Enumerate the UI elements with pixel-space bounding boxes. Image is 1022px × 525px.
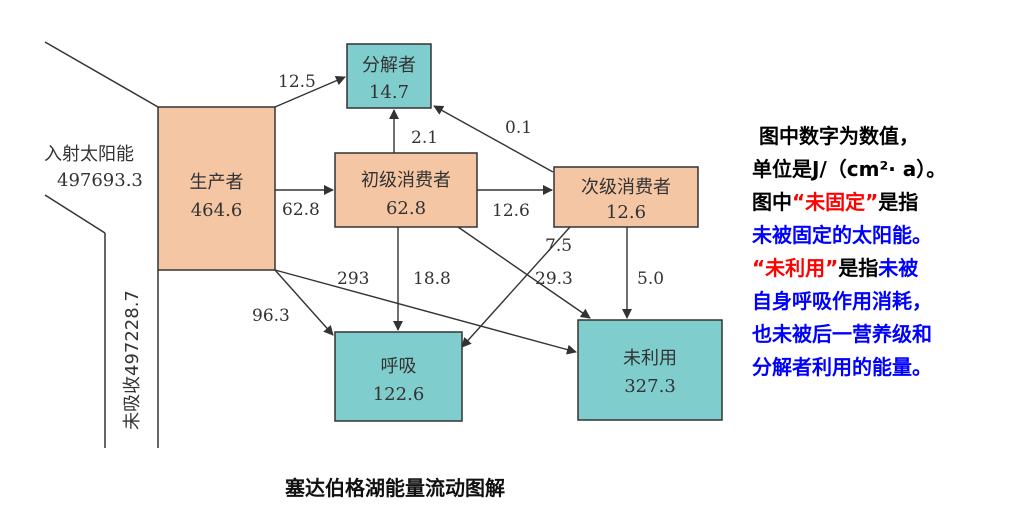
flow-label-primary-decomposer: 2.1 [411,128,438,148]
solar-beam [44,41,159,448]
node-unused: 未利用 327.3 [577,319,723,421]
flow-label-primary-secondary: 12.6 [492,201,530,221]
respiration-name: 呼吸 [381,356,417,377]
flow-label-secondary-decomposer: 0.1 [505,118,532,138]
flow-arrows [274,75,632,355]
note-line-8: 分解者利用的能量。 [752,355,932,379]
decomposer-name: 分解者 [362,55,416,76]
arrow-producer-to-unused [274,269,577,355]
primary-value: 62.8 [386,198,426,219]
flow-label-producer-primary: 62.8 [282,200,320,220]
node-respiration: 呼吸 122.6 [334,331,463,422]
flow-label-primary-respiration: 18.8 [413,269,451,289]
secondary-value: 12.6 [606,202,646,223]
note-line-3: 图中“未固定”是指 [752,190,919,214]
arrow-secondary-to-respiration [461,226,571,348]
arrow-secondary-to-decomposer [433,105,554,173]
note-line-7: 也未被后一营养级和 [752,322,932,346]
node-primary-consumer: 初级消费者 62.8 [334,152,478,228]
note-line-1: 图中数字为数值， [758,124,919,148]
unabsorbed-label: 未吸收497228.7 [122,290,143,430]
note-line-5: “未利用”是指未被 [752,256,919,280]
arrow-primary-to-unused [457,226,591,319]
unused-name: 未利用 [623,348,677,369]
note-line-4: 未被固定的太阳能。 [752,223,932,247]
decomposer-value: 14.7 [369,82,409,103]
arrow-producer-to-respiration [274,269,334,336]
flow-label-secondary-respiration: 7.5 [545,236,572,256]
flow-label-producer-decomposer: 12.5 [278,72,316,92]
respiration-value: 122.6 [373,384,425,405]
node-producer: 生产者 464.6 [157,106,276,271]
secondary-name: 次级消费者 [581,177,671,198]
note-line-2: 单位是J/（cm²· a）。 [752,157,947,181]
flow-label-producer-unused: 293 [337,269,369,289]
note-line-6: 自身呼吸作用消耗， [752,289,932,313]
arrow-producer-to-decomposer [274,75,346,108]
flow-label-secondary-unused: 5.0 [637,269,664,289]
unused-value: 327.3 [624,376,676,397]
solar-input-value: 497693.3 [57,170,143,191]
flow-label-producer-respiration: 96.3 [252,306,290,326]
flow-label-primary-unused: 29.3 [535,269,573,289]
node-decomposer: 分解者 14.7 [346,43,432,109]
producer-name: 生产者 [190,172,244,193]
producer-value: 464.6 [191,200,243,221]
node-secondary-consumer: 次级消费者 12.6 [553,166,699,228]
solar-input-label: 入射太阳能 [44,144,134,165]
explanation-note: 图中数字为数值， 单位是J/（cm²· a）。 图中“未固定”是指 未被固定的太… [752,120,1017,384]
primary-name: 初级消费者 [361,170,451,191]
diagram-caption: 塞达伯格湖能量流动图解 [285,476,505,500]
